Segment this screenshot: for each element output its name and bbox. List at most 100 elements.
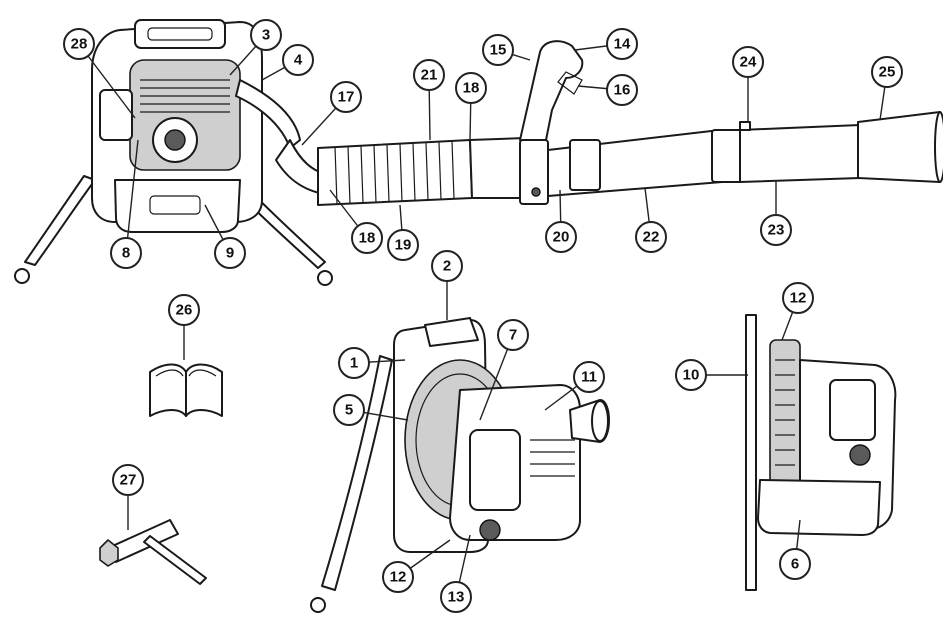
callout-label: 28 [71, 36, 88, 53]
callout-label: 21 [421, 67, 438, 84]
callout-label: 19 [395, 237, 412, 254]
throttle-tube [469, 137, 526, 199]
nozzle-tip [857, 111, 941, 183]
choke-knob [479, 519, 501, 541]
callout-label: 4 [294, 52, 303, 69]
callout-6: 6 [779, 548, 811, 580]
callout-label: 10 [683, 367, 700, 384]
left-strap-buckle [14, 268, 30, 284]
callout-19: 19 [387, 229, 419, 261]
tube-joint-2 [711, 129, 743, 183]
fan-teeth [775, 359, 795, 466]
callout-23: 23 [760, 214, 792, 246]
handle-slot [147, 27, 213, 41]
callout-label: 25 [879, 64, 896, 81]
callout-label: 11 [581, 369, 597, 386]
callout-17: 17 [330, 81, 362, 113]
starter-hub [164, 129, 186, 151]
fuel-tank [114, 179, 241, 233]
callout-5: 5 [333, 394, 365, 426]
left-shoulder-strap [24, 175, 96, 266]
callout-label: 7 [509, 327, 517, 344]
callout-1: 1 [338, 347, 370, 379]
unit-strap [321, 355, 393, 591]
callout-9: 9 [214, 237, 246, 269]
throttle-handle [519, 40, 584, 146]
callout-label: 13 [448, 589, 465, 606]
callout-label: 24 [740, 54, 757, 71]
fuel-cap [149, 195, 201, 215]
callout-22: 22 [635, 221, 667, 253]
callout-20: 20 [545, 221, 577, 253]
callout-label: 17 [338, 89, 355, 106]
engine-fins [530, 439, 575, 477]
callout-8: 8 [110, 237, 142, 269]
callout-label: 3 [262, 27, 270, 44]
blower-side-view [745, 314, 897, 591]
owners-manual-icon [149, 363, 223, 417]
unit-handle [424, 317, 479, 347]
callout-label: 14 [614, 36, 631, 53]
callout-label: 18 [359, 230, 376, 247]
throttle-trigger [557, 71, 583, 95]
callout-label: 1 [350, 355, 358, 372]
mount-screw [531, 187, 541, 197]
nozzle-tube [739, 124, 861, 183]
callout-10: 10 [675, 359, 707, 391]
callout-label: 8 [122, 245, 130, 262]
callout-label: 22 [643, 229, 660, 246]
callout-label: 18 [463, 80, 480, 97]
blower-tube-assembly [275, 40, 943, 206]
callout-label: 5 [345, 402, 353, 419]
tube-joint-1 [569, 139, 601, 191]
unit-strap-buckle [310, 597, 326, 613]
callout-26: 26 [168, 294, 200, 326]
scraper-mount [739, 121, 751, 131]
callout-25: 25 [871, 56, 903, 88]
callout-7: 7 [497, 319, 529, 351]
callouts: 28 3 4 17 21 18 15 14 16 24 25 8 9 18 19… [63, 19, 903, 613]
callout-label: 26 [176, 302, 193, 319]
callout-18-top: 18 [455, 72, 487, 104]
callout-12-side: 12 [782, 282, 814, 314]
callout-15: 15 [482, 34, 514, 66]
callout-label: 9 [226, 245, 234, 262]
callout-28: 28 [63, 28, 95, 60]
flex-tube [317, 139, 473, 206]
nozzle-opening [934, 111, 943, 183]
callout-label: 12 [390, 569, 407, 586]
cylinder-fins [140, 79, 230, 113]
callout-label: 2 [443, 258, 451, 275]
callout-13: 13 [440, 581, 472, 613]
callout-4: 4 [282, 44, 314, 76]
callout-11: 11 [573, 361, 605, 393]
callout-3: 3 [250, 19, 282, 51]
callout-label: 27 [120, 472, 137, 489]
callout-18-bottom: 18 [351, 222, 383, 254]
callout-12-front: 12 [382, 561, 414, 593]
side-air-cleaner [829, 379, 876, 441]
callout-14: 14 [606, 28, 638, 60]
callout-24: 24 [732, 46, 764, 78]
air-filter-cover [99, 89, 133, 141]
callout-label: 12 [790, 290, 807, 307]
side-starter-hub [849, 444, 871, 466]
outlet-opening [591, 400, 609, 442]
callout-2: 2 [431, 250, 463, 282]
callout-16: 16 [606, 74, 638, 106]
spark-plug-wrench-icon [99, 519, 207, 585]
top-handle [134, 19, 226, 49]
callout-label: 6 [791, 556, 799, 573]
callout-label: 23 [768, 222, 785, 239]
side-backplate [745, 314, 757, 591]
callout-27: 27 [112, 464, 144, 496]
blower-elbow [235, 79, 301, 149]
air-cleaner-cover [469, 429, 521, 511]
callout-label: 15 [490, 42, 507, 59]
side-tank [757, 479, 881, 536]
right-strap-buckle [317, 270, 333, 286]
callout-label: 16 [614, 82, 631, 99]
callout-21: 21 [413, 59, 445, 91]
